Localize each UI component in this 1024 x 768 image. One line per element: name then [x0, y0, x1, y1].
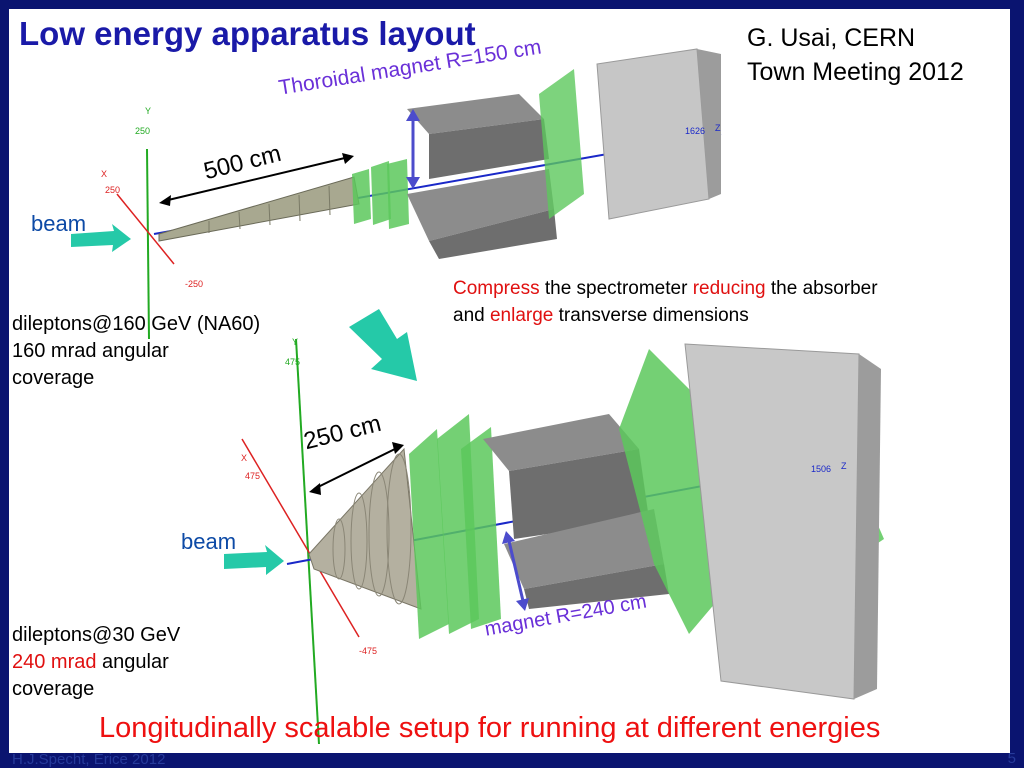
- top-beam-arrow: [71, 224, 131, 252]
- top-apparatus: [71, 48, 722, 340]
- bottom-tracker-3: [461, 427, 501, 629]
- author-name: G. Usai, CERN: [747, 24, 916, 52]
- top-axis-y-label: Y: [145, 106, 152, 116]
- bottom-caption-line2: 240 mrad angular: [12, 651, 169, 673]
- bottom-axis-x-label: X: [241, 453, 248, 463]
- bottom-axis-y-value: 475: [285, 357, 301, 367]
- top-magnet-upper: [407, 94, 544, 134]
- top-caption: dileptons@160 GeV (NA60) 160 mrad angula…: [12, 311, 260, 392]
- top-axis-z-label: Z: [715, 123, 721, 133]
- compress-note-line1: Compress the spectrometer reducing the a…: [453, 278, 878, 299]
- footer-presenter: H.J.Specht, Erice 2012: [12, 751, 166, 768]
- bottom-absorber-rings: [332, 453, 412, 605]
- bottom-axis-z-value: 1506: [811, 464, 832, 474]
- bottom-y-axis: [295, 338, 320, 745]
- bottom-length-arrow: [313, 446, 400, 490]
- top-tracker-1: [352, 169, 371, 224]
- bottom-beam-arrow: [224, 545, 284, 575]
- slide-conclusion: Longitudinally scalable setup for runnin…: [99, 712, 881, 744]
- bottom-tracker-1: [409, 429, 449, 639]
- author-event: Town Meeting 2012: [747, 58, 964, 86]
- top-length-arrow: [163, 156, 350, 202]
- bottom-x-axis: [241, 438, 360, 638]
- author-block: G. Usai, CERN Town Meeting 2012: [747, 21, 1010, 89]
- top-axis-x-value: 250: [105, 185, 121, 195]
- apparatus-diagram: [71, 48, 884, 745]
- bottom-magnet-lower-side: [524, 564, 669, 609]
- bottom-apparatus: [224, 338, 884, 745]
- top-axis-x-label: X: [101, 169, 108, 179]
- top-magnet-upper-side: [429, 119, 549, 179]
- top-y-axis: [146, 148, 150, 340]
- top-axis-neg-value: -250: [185, 279, 204, 289]
- bottom-magnet-lower: [504, 509, 664, 589]
- slide-panel: Low energy apparatus layout G. Usai, CER…: [9, 9, 1010, 753]
- bottom-magnet-upper-side: [509, 449, 649, 539]
- top-magnet-lower-side: [429, 209, 557, 259]
- top-beam-label: beam: [31, 211, 87, 236]
- top-absorber-rings: [208, 185, 331, 233]
- top-wall-side: [697, 49, 721, 199]
- slide-title: Low energy apparatus layout: [19, 15, 476, 52]
- bottom-caption-line3: coverage: [12, 678, 95, 700]
- bottom-beam-label: beam: [181, 529, 237, 554]
- top-tracker-2: [371, 161, 391, 225]
- compress-note-line2: and enlarge transverse dimensions: [453, 305, 749, 326]
- bottom-caption: dileptons@30 GeV 240 mrad angular covera…: [12, 622, 180, 703]
- top-axis-y-value: 250: [135, 126, 151, 136]
- bottom-caption-line1: dileptons@30 GeV: [12, 624, 181, 646]
- page-number: 5: [1007, 750, 1016, 767]
- bottom-magnet-upper: [483, 414, 639, 471]
- bottom-axis-z-label: Z: [841, 461, 847, 471]
- bottom-wall-front: [684, 343, 860, 700]
- top-tracker-4: [539, 69, 584, 219]
- compress-arrow: [349, 309, 417, 381]
- bottom-axis-x-value: 475: [245, 471, 261, 481]
- top-caption-line3: coverage: [12, 367, 95, 389]
- bottom-axis-neg-value: -475: [359, 646, 378, 656]
- bottom-absorber-cone: [308, 447, 422, 610]
- top-caption-line1: dileptons@160 GeV (NA60): [12, 313, 261, 335]
- bottom-axis-y-label: Y: [292, 337, 299, 347]
- top-axis-z-value: 1626: [685, 126, 706, 136]
- top-magnet-lower: [407, 169, 554, 241]
- top-x-axis: [116, 193, 175, 265]
- top-tracker-3: [387, 159, 409, 229]
- compress-note: Compress the spectrometer reducing the a…: [453, 275, 878, 329]
- bottom-magnet-radius-arrow: [507, 540, 525, 602]
- bottom-wall-side: [854, 354, 881, 699]
- top-caption-line2: 160 mrad angular: [12, 340, 169, 362]
